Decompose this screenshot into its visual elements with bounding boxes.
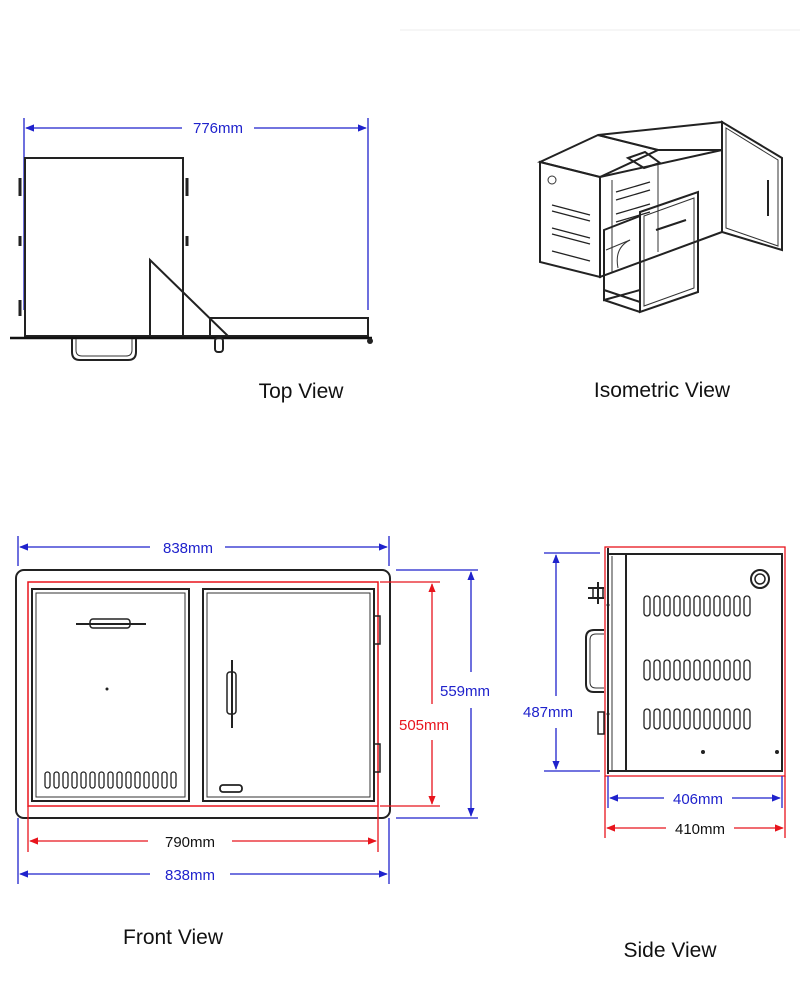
top-width-dimension: 776mm — [23, 118, 369, 310]
front-inner-width-dimension: 790mm — [27, 806, 379, 852]
front-outer-height-dimension: 559mm — [396, 569, 490, 819]
top-view-caption: Top View — [259, 380, 345, 403]
side-outer-depth-dimension: 410mm — [604, 776, 786, 838]
side-vents-row-2 — [643, 659, 751, 681]
top-view: 776mm Top View — [10, 118, 373, 403]
side-view-caption: Side View — [623, 939, 717, 962]
front-outer-width-bottom-label: 838mm — [165, 867, 215, 884]
top-width-label: 776mm — [193, 120, 243, 137]
front-inner-height-dimension: 505mm — [380, 581, 449, 807]
side-vents-row-1 — [643, 595, 751, 617]
isometric-view: Isometric View — [537, 120, 783, 402]
front-inner-width-label: 790mm — [165, 834, 215, 851]
isometric-side-vents — [551, 204, 591, 262]
front-inner-height-label: 505mm — [399, 717, 449, 734]
side-height-dimension: 487mm — [523, 552, 600, 772]
side-inner-depth-label: 406mm — [673, 791, 723, 808]
side-inner-depth-dimension: 406mm — [607, 776, 783, 808]
side-height-label: 487mm — [523, 704, 573, 721]
front-view: 838mm — [15, 536, 490, 949]
front-outer-width-top-dimension: 838mm — [17, 536, 390, 566]
front-outer-height-label: 559mm — [440, 683, 490, 700]
side-view: 487mm — [523, 546, 786, 962]
front-left-door-vents — [44, 771, 177, 789]
isometric-view-caption: Isometric View — [594, 379, 731, 402]
front-outer-width-bottom-dimension: 838mm — [17, 818, 390, 884]
front-outer-width-top-label: 838mm — [163, 540, 213, 557]
side-outer-depth-label: 410mm — [675, 821, 725, 838]
side-vents-row-3 — [643, 708, 751, 730]
front-view-caption: Front View — [123, 926, 224, 949]
